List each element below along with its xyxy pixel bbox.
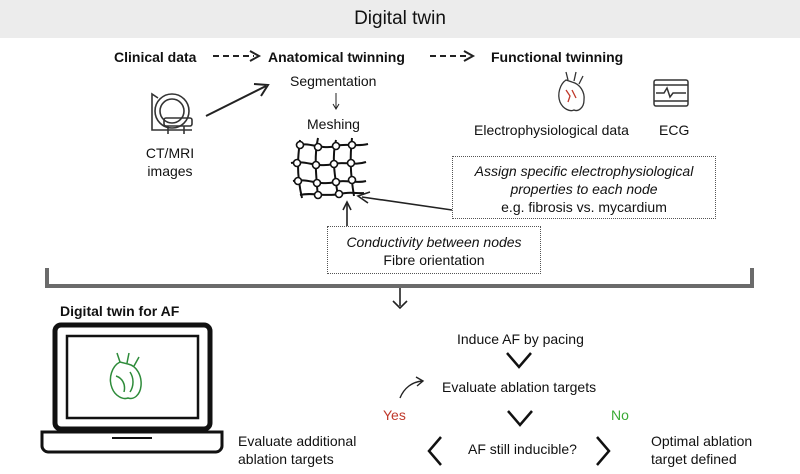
ct-mri-line2: images: [147, 163, 193, 179]
yes-label: Yes: [383, 407, 406, 423]
header-band: [0, 0, 800, 38]
functional-twinning-label: Functional twinning: [491, 49, 624, 65]
af-section-title: Digital twin for AF: [60, 303, 180, 319]
evaluate-additional-line1: Evaluate additional: [238, 433, 357, 449]
clinical-data-label: Clinical data: [114, 49, 197, 65]
assign-line2: properties to each node: [510, 181, 658, 197]
assign-line3: e.g. fibrosis vs. mycardium: [501, 199, 667, 215]
page-title: Digital twin: [354, 8, 446, 29]
ep-data-label: Electrophysiological data: [474, 122, 629, 138]
no-label: No: [611, 407, 629, 423]
induce-af-label: Induce AF by pacing: [457, 331, 584, 347]
assign-properties-box: Assign specific electrophysiological pro…: [452, 156, 716, 219]
optimal-target-label: Optimal ablation target defined: [651, 432, 752, 468]
conductivity-to-mesh-arrow: [342, 200, 352, 226]
ecg-monitor-icon: [653, 79, 689, 107]
meshing-label: Meshing: [307, 116, 360, 132]
laptop-icon: [40, 322, 224, 454]
clinical-to-anatomical-arrow: [213, 50, 262, 62]
segmentation-to-meshing-arrow: [332, 93, 340, 110]
optimal-target-line2: target defined: [651, 451, 737, 467]
no-right-chevron: [596, 436, 611, 466]
assign-to-mesh-arrow: [356, 191, 453, 211]
segmentation-label: Segmentation: [290, 73, 377, 89]
loop-back-arrow: [399, 376, 425, 399]
mesh-nodes: [292, 140, 357, 200]
anatomical-to-functional-arrow: [430, 50, 476, 62]
evaluate-additional-label: Evaluate additional ablation targets: [238, 432, 356, 468]
optimal-target-line1: Optimal ablation: [651, 433, 753, 449]
section-divider-bracket: [45, 268, 754, 288]
imaging-to-segmentation-arrow: [205, 83, 270, 117]
ct-scanner-icon: [151, 92, 193, 134]
af-inducible-label: AF still inducible?: [468, 441, 577, 457]
conductivity-line1: Conductivity between nodes: [346, 234, 522, 250]
ct-mri-label: CT/MRI images: [130, 144, 210, 180]
yes-left-chevron: [427, 436, 442, 466]
heart-icon: [558, 71, 585, 112]
conductivity-box: Conductivity between nodes Fibre orienta…: [327, 226, 541, 274]
assign-line1: Assign specific electrophysiological: [474, 163, 694, 179]
heart-in-laptop-icon: [109, 352, 142, 400]
evaluate-to-inducible-chevron: [507, 410, 533, 427]
bracket-down-arrow: [392, 288, 408, 310]
ct-mri-line1: CT/MRI: [145, 145, 195, 161]
conductivity-line2: Fibre orientation: [383, 252, 485, 268]
induce-to-evaluate-chevron: [506, 352, 532, 369]
evaluate-additional-line2: ablation targets: [238, 451, 334, 467]
evaluate-targets-label: Evaluate ablation targets: [442, 379, 597, 395]
ecg-label: ECG: [659, 122, 690, 138]
anatomical-twinning-label: Anatomical twinning: [268, 49, 405, 65]
